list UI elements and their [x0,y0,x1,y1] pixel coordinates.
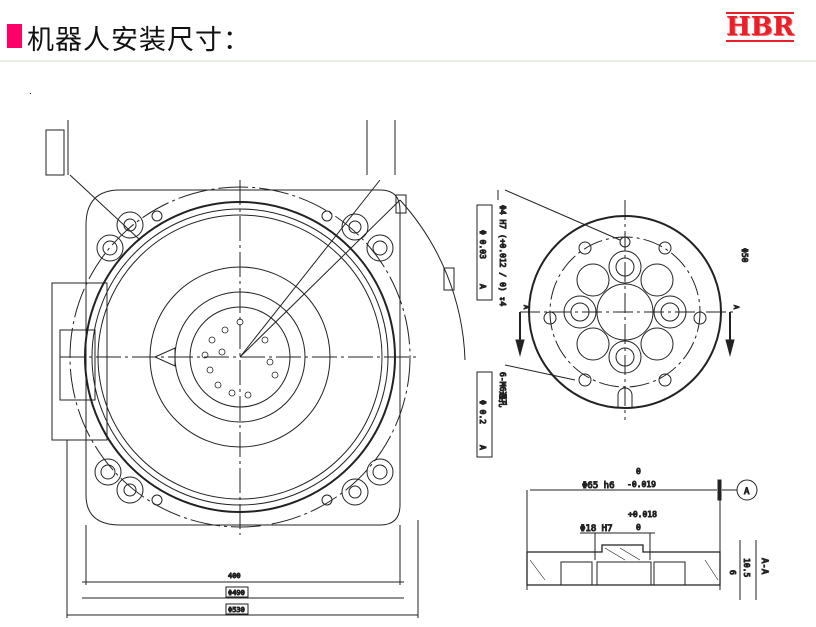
page-title: 机器人安装尺寸： [27,25,251,56]
height-step-label: 6 [728,570,737,575]
bottom-callout: 6-M6通孔 [498,372,508,407]
top-callout-tolerance: Φ 0.03 [478,230,487,259]
hbr-logo: HBR [726,12,795,42]
dim-outer-label: Φ50 [740,248,749,263]
section-name-label: A-A [759,558,769,575]
section-outer-tol-lower: -0.019 [627,480,656,489]
section-mark-right: A [732,305,740,310]
dim-d2-label: Φ530 [228,606,245,614]
section-inner-tol-lower: 0 [636,523,641,532]
section-outer-dim: Φ65 h6 [582,481,615,491]
bottom-callout-datum: A [478,445,487,450]
right-view [476,189,735,458]
height-total-label: 10.5 [742,558,751,577]
slide-header: 机器人安装尺寸： HBR [0,0,816,62]
datum-a-label: A [744,487,750,497]
note-dot: . [29,86,32,97]
top-callout-datum: A [478,284,487,289]
connector-pins [201,318,279,399]
bottom-dimensions [66,440,419,618]
title-bullet [7,24,22,48]
left-view [45,120,466,618]
section-mark-left: A [522,305,530,310]
bottom-callout-tolerance: Φ 0.2 [478,400,487,424]
mounting-holes [94,210,394,506]
section-view [526,479,758,600]
dim-d1-label: Φ490 [228,589,245,597]
section-inner-dim: Φ18 H7 [580,524,613,534]
top-callout: Φ4 H7 (+0.012 / 0) ↧4 [498,205,507,306]
section-outer-tol-upper: 0 [636,467,641,476]
section-inner-tol-upper: +0.018 [628,510,657,519]
dim-width-label: 400 [228,572,241,580]
bolt-holes [543,236,707,408]
